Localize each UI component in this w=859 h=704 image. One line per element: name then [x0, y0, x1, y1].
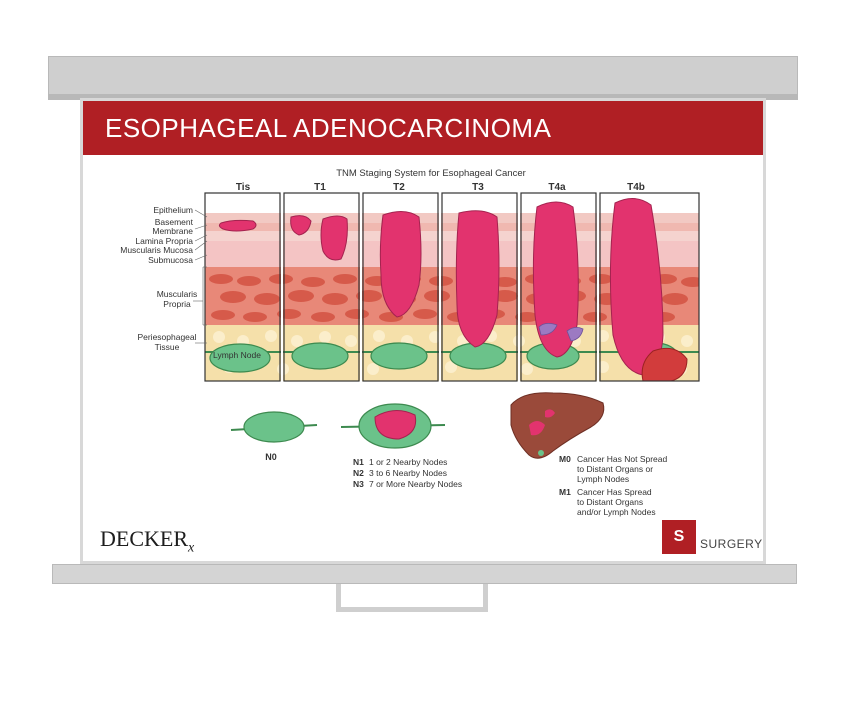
diagram-heading: TNM Staging System for Esophageal Cancer — [336, 168, 526, 179]
m0-code: M0 — [559, 454, 571, 464]
stage-label-t2: T2 — [393, 182, 405, 193]
label-leaders — [193, 209, 208, 344]
m-stage-list: M0 Cancer Has Not Spread to Distant Orga… — [559, 454, 668, 517]
n-stage-list: N1 1 or 2 Nearby Nodes N2 3 to 6 Nearby … — [353, 457, 462, 489]
stage-label-tis: Tis — [236, 182, 251, 193]
projector-screen-bottom-bar — [52, 564, 797, 584]
panel-borders — [204, 192, 700, 382]
surgery-logo-mark: S — [662, 520, 696, 554]
label-periesophageal-2: Tissue — [155, 342, 180, 352]
n1-code: N1 — [353, 457, 364, 467]
m0-line-3: Lymph Nodes — [577, 474, 629, 484]
n2-code: N2 — [353, 468, 364, 478]
stage-label-t1: T1 — [314, 182, 326, 193]
m0-line-1: Cancer Has Not Spread — [577, 454, 668, 464]
n1-node-illustration — [340, 403, 446, 449]
projector-screen-top — [48, 56, 798, 98]
label-submucosa: Submucosa — [148, 255, 193, 265]
tissue-layers — [205, 193, 699, 381]
label-lamina-propria: Lamina Propria — [135, 236, 193, 246]
m1-line-2: to Distant Organs — [577, 497, 643, 507]
label-basement-2: Membrane — [152, 226, 193, 236]
n3-code: N3 — [353, 479, 364, 489]
label-muscularis-2: Propria — [163, 299, 191, 309]
n0-node-illustration — [230, 411, 318, 443]
stage-labels: Tis T1 T2 T3 T4a T4b — [236, 182, 645, 193]
label-lymph-node: Lymph Node — [213, 350, 261, 360]
stage-label-t3: T3 — [472, 182, 484, 193]
decker-logo-text: DECKER — [100, 526, 188, 551]
decker-logo: DECKERx — [100, 526, 194, 556]
label-muscularis-1: Muscularis — [157, 289, 198, 299]
slide-title: ESOPHAGEAL ADENOCARCINOMA — [105, 113, 552, 143]
label-periesophageal-1: Periesophageal — [137, 332, 196, 342]
projector-screen-pull-handle[interactable] — [336, 584, 488, 612]
n3-text: 7 or More Nearby Nodes — [369, 479, 462, 489]
stage-label-t4a: T4a — [548, 182, 566, 193]
projector-screen-lip — [48, 94, 798, 100]
surgery-logo: S SURGERY — [662, 520, 762, 556]
n1-text: 1 or 2 Nearby Nodes — [369, 457, 447, 467]
label-muscularis-mucosa: Muscularis Mucosa — [120, 245, 193, 255]
m1-line-3: and/or Lymph Nodes — [577, 507, 656, 517]
m1-line-1: Cancer Has Spread — [577, 487, 652, 497]
stage-label-t4b: T4b — [627, 182, 645, 193]
decker-logo-rx: x — [188, 540, 195, 556]
n2-text: 3 to 6 Nearby Nodes — [369, 468, 447, 478]
m0-line-2: to Distant Organs or — [577, 464, 653, 474]
liver-illustration — [510, 392, 605, 459]
title-bar: ESOPHAGEAL ADENOCARCINOMA — [83, 101, 763, 155]
m1-code: M1 — [559, 487, 571, 497]
surgery-logo-text: SURGERY — [700, 537, 763, 551]
label-epithelium: Epithelium — [153, 205, 193, 215]
tnm-diagram: TNM Staging System for Esophageal Cancer… — [120, 168, 700, 517]
n0-label: N0 — [265, 452, 277, 462]
layer-labels: Epithelium Basement Membrane Lamina Prop… — [120, 205, 197, 352]
label-basement-1: Basement — [155, 217, 194, 227]
